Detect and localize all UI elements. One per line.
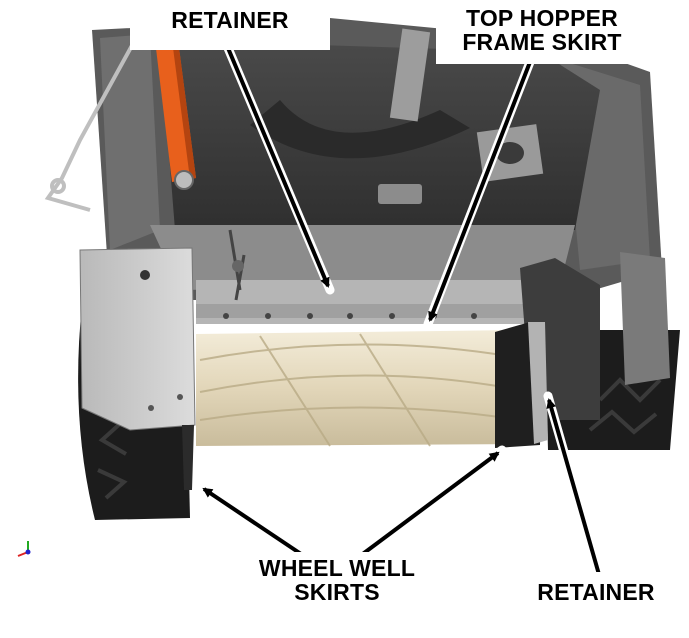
retainer-bottom-label: RETAINER <box>502 572 689 612</box>
callout-arrows <box>195 43 605 583</box>
skirts-text: SKIRTS <box>294 579 380 605</box>
wheel-well-skirts-label: WHEEL WELL SKIRTS <box>232 552 442 612</box>
top-hopper-text: TOP HOPPER <box>466 5 618 31</box>
right-side-panel <box>495 252 670 448</box>
frame-skirt-text: FRAME SKIRT <box>462 29 622 55</box>
linkage-rod <box>44 39 137 212</box>
hopper-interior <box>160 28 600 230</box>
top-hopper-frame-skirt-label: TOP HOPPER FRAME SKIRT <box>436 2 648 64</box>
retainer-top-text: RETAINER <box>171 7 289 33</box>
xyz-axis-triad-icon <box>17 541 31 557</box>
front-housing <box>150 225 575 324</box>
left-side-panel <box>79 247 196 490</box>
brush-roller <box>196 330 521 447</box>
wheel-well-text: WHEEL WELL <box>258 555 416 581</box>
retainer-bottom-text: RETAINER <box>537 579 655 605</box>
orange-hose <box>155 40 196 190</box>
retainer-top-label: RETAINER <box>130 4 330 50</box>
